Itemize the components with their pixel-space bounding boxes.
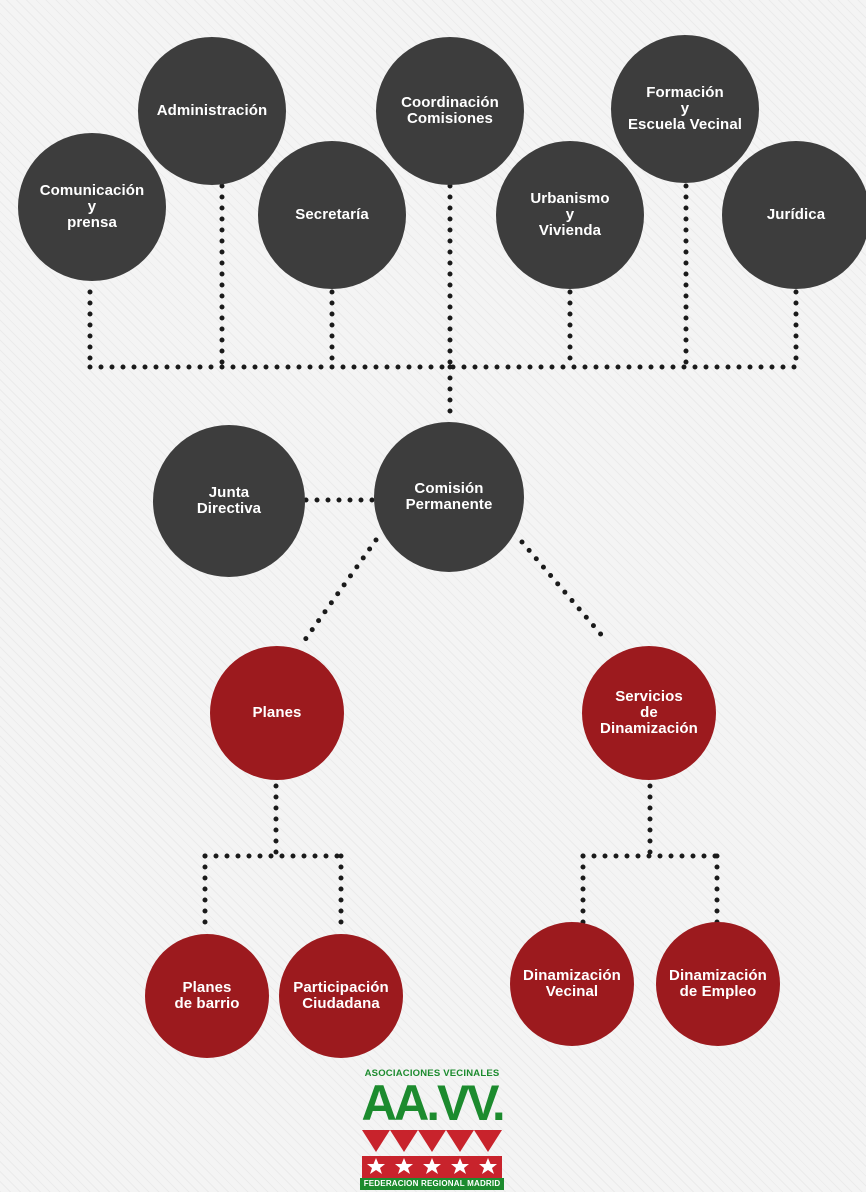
logo-stars-icon [362,1130,502,1178]
node-planes: Planes [210,646,344,780]
logo-bottom-text: FEDERACION REGIONAL MADRID [360,1178,504,1190]
connector-planes [299,537,379,647]
node-servicios-de-dinamizacion: Servicios de Dinamización [582,646,716,780]
logo-main-text: AA.VV. [361,1075,505,1131]
node-planes-de-barrio: Planes de barrio [145,934,269,1058]
node-administracion: Administración [138,37,286,185]
logo-top-text: ASOCIACIONES VECINALES [364,1068,500,1079]
node-junta-directiva: Junta Directiva [153,425,305,577]
node-juridica: Jurídica [722,141,866,289]
aavv-logo: ASOCIACIONES VECINALES AA.VV. FEDERACION… [360,1068,506,1192]
node-comunicacion-y-prensa: Comunicación y prensa [18,133,166,281]
node-participacion-ciudadana: Participación Ciudadana [279,934,403,1058]
node-dinamizacion-de-empleo: Dinamización de Empleo [656,922,780,1046]
node-comision-permanente: Comisión Permanente [374,422,524,572]
node-dinamizacion-vecinal: Dinamización Vecinal [510,922,634,1046]
node-urbanismo-y-vivienda: Urbanismo y Vivienda [496,141,644,289]
node-formacion-escuela-vecinal: Formación y Escuela Vecinal [611,35,759,183]
node-coordinacion-comisiones: Coordinación Comisiones [376,37,524,185]
node-secretaria: Secretaría [258,141,406,289]
connector-servicios [519,539,607,641]
